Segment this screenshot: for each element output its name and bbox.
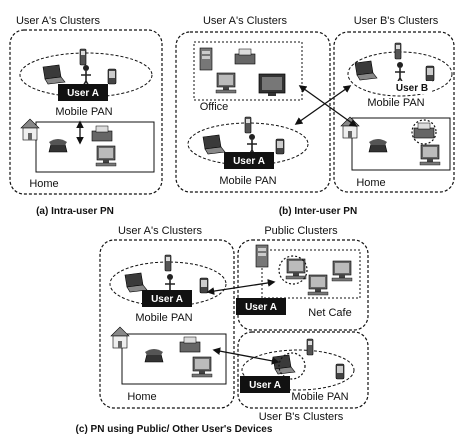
user-tag-box-a — [224, 152, 274, 169]
mobile-pan-label-b: Mobile PAN — [291, 391, 348, 403]
laptop-icon — [272, 354, 296, 375]
cluster-border-b — [237, 331, 369, 409]
net-cafe-label: Net Cafe — [308, 307, 351, 319]
user-tag-box-b — [240, 376, 290, 393]
phone-icon — [164, 254, 172, 272]
cluster-border — [9, 29, 163, 195]
laptop-icon — [202, 134, 226, 155]
user-tag-cafe: User A — [245, 302, 277, 313]
shared-device-highlight — [278, 255, 308, 285]
user-tag: User A — [67, 88, 99, 99]
cluster-title-b: User B's Clusters — [354, 15, 439, 27]
panel-a: User A's Clusters User A Mobile PAN Home… — [9, 15, 163, 217]
telephone-icon — [48, 138, 68, 153]
home-box — [35, 121, 155, 173]
mobile-pan-label-b: Mobile PAN — [367, 97, 424, 109]
pda-icon — [199, 277, 209, 294]
home-box — [351, 117, 451, 171]
user-tag-box — [58, 84, 108, 101]
pc-icon — [215, 72, 237, 94]
home-label: Home — [356, 177, 385, 189]
pc-icon — [285, 258, 307, 280]
pc-icon — [419, 144, 441, 166]
office-label: Office — [200, 101, 229, 113]
server-icon — [199, 47, 213, 71]
home-label: Home — [29, 178, 58, 190]
phone-icon — [306, 338, 314, 356]
cluster-title-b: User B's Clusters — [259, 411, 344, 423]
panel-b: User A's Clusters User B's Clusters Offi… — [175, 15, 455, 217]
printer-icon — [234, 48, 256, 65]
printer-icon — [179, 336, 201, 353]
cluster-title-public: Public Clusters — [264, 225, 338, 237]
link-arrow-1 — [298, 85, 358, 127]
user-tag-box-a — [142, 290, 192, 307]
mobile-pan-label: Mobile PAN — [55, 106, 112, 118]
office-box — [193, 41, 303, 101]
laptop-icon — [354, 60, 378, 81]
laptop-icon — [42, 64, 66, 85]
monitor-icon — [258, 73, 286, 97]
printer-icon — [91, 125, 113, 142]
house-icon — [110, 326, 130, 349]
user-tag-b: User A — [249, 380, 281, 391]
mobile-pan-label-a: Mobile PAN — [219, 175, 276, 187]
user-tag-box-b — [392, 81, 432, 94]
phone-icon — [79, 48, 87, 66]
cluster-title: User A's Clusters — [16, 15, 101, 27]
laptop-icon — [124, 272, 148, 293]
pc-icon — [307, 274, 329, 296]
pc-icon — [331, 260, 353, 282]
mobile-pan-ellipse-b — [241, 349, 355, 391]
cluster-border-a — [99, 239, 235, 409]
user-tag-a: User A — [151, 294, 183, 305]
pda-icon — [107, 68, 117, 85]
shared-device-highlight — [411, 119, 437, 145]
panel-c: User A's Clusters Public Clusters User A… — [76, 225, 369, 435]
shared-device-highlight — [278, 352, 306, 380]
cluster-title-a: User A's Clusters — [203, 15, 288, 27]
house-icon — [340, 116, 360, 139]
net-cafe-box — [261, 249, 361, 299]
caption: (c) PN using Public/ Other User's Device… — [76, 424, 273, 435]
home-label: Home — [127, 391, 156, 403]
caption: (a) Intra-user PN — [36, 206, 114, 217]
user-tag-a: User A — [233, 156, 265, 167]
link-arrow-1 — [206, 279, 276, 295]
pda-icon — [425, 65, 435, 82]
printer-icon — [413, 122, 435, 139]
user-tag-b: User B — [396, 83, 428, 94]
pda-icon — [275, 138, 285, 155]
link-arrow-2 — [294, 85, 352, 125]
link-arrow-2 — [212, 347, 280, 365]
phone-icon — [244, 116, 252, 134]
cluster-title-a: User A's Clusters — [118, 225, 203, 237]
user-tag-box-cafe — [236, 298, 286, 315]
pc-icon — [191, 356, 213, 378]
telephone-icon — [368, 138, 388, 153]
server-icon — [255, 244, 269, 268]
phone-icon — [394, 42, 402, 60]
pda-icon — [335, 363, 345, 380]
telephone-icon — [144, 348, 164, 363]
cluster-border-a — [175, 31, 331, 193]
caption: (b) Inter-user PN — [279, 206, 357, 217]
pc-icon — [95, 145, 117, 167]
mobile-pan-label-a: Mobile PAN — [135, 312, 192, 324]
